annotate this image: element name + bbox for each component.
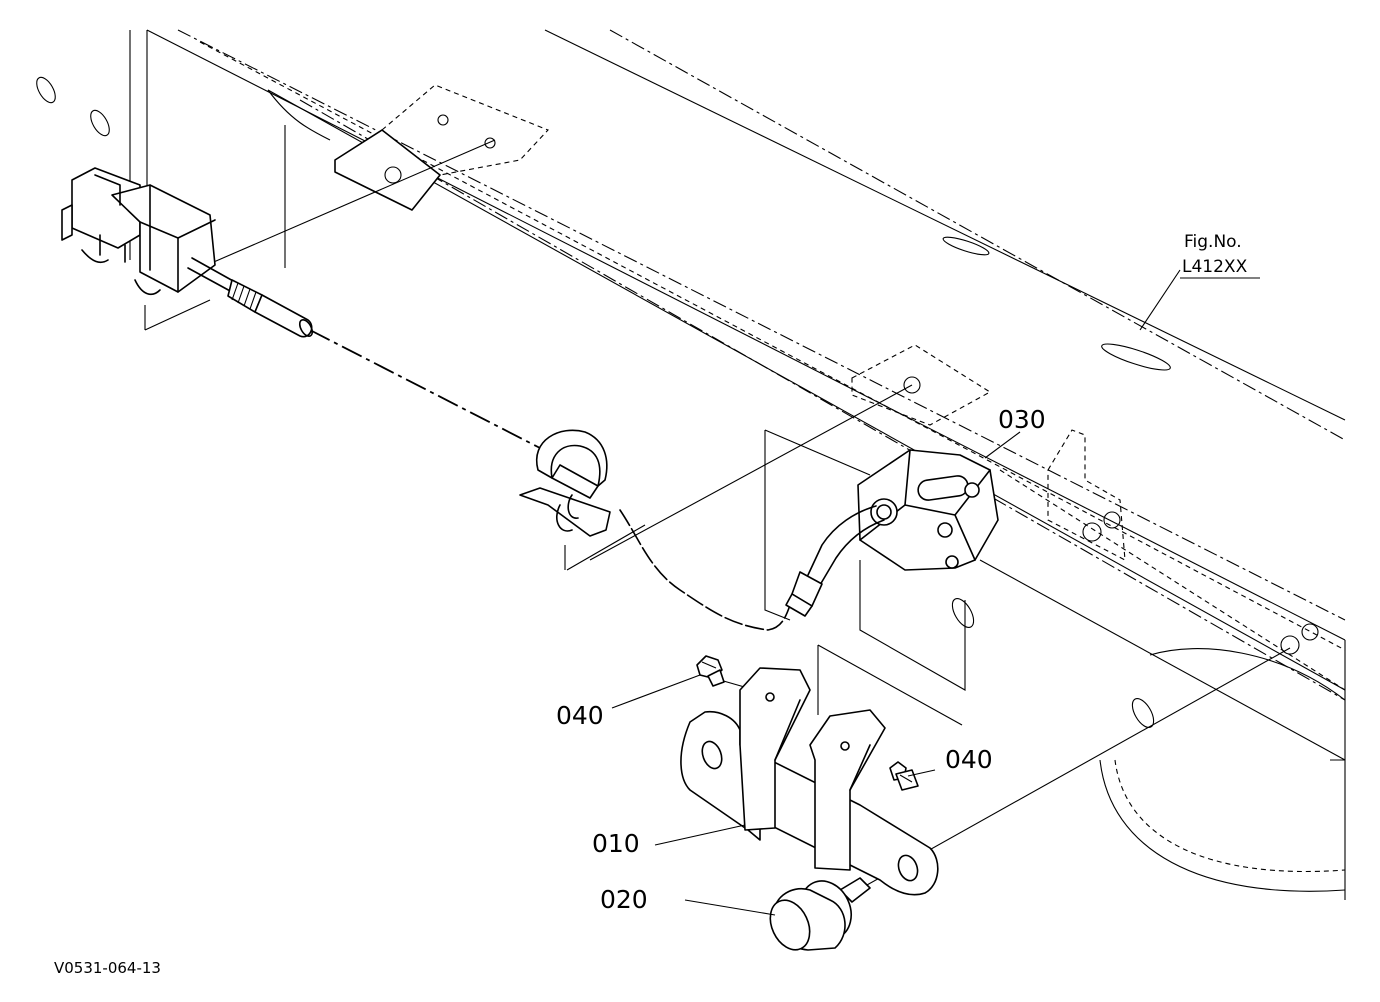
mounting-bracket: [680, 667, 939, 896]
callout-030: 030: [998, 405, 1046, 434]
frame-outline: [36, 29, 1346, 900]
screw-left: [696, 655, 725, 687]
callout-020: 020: [600, 885, 648, 914]
upper-mount-plate: [334, 84, 549, 211]
callout-040-right: 040: [945, 745, 993, 774]
callout-010: 010: [592, 829, 640, 858]
screw-right: [889, 761, 919, 791]
cable-clamp: [519, 429, 611, 537]
callout-leaders: [611, 277, 1260, 916]
connector-cable: [187, 257, 314, 338]
bolt: [769, 877, 871, 951]
middle-mount-plate: [851, 344, 992, 426]
fig-number: L412XX: [1182, 257, 1248, 277]
drawing-code: V0531-064-13: [54, 959, 161, 977]
sensor-unit: [785, 449, 999, 617]
connector-plug: [61, 167, 216, 296]
sensor-cable-dashed: [619, 509, 791, 631]
fig-label: Fig.No.: [1184, 232, 1242, 252]
callout-040-left: 040: [556, 701, 604, 730]
